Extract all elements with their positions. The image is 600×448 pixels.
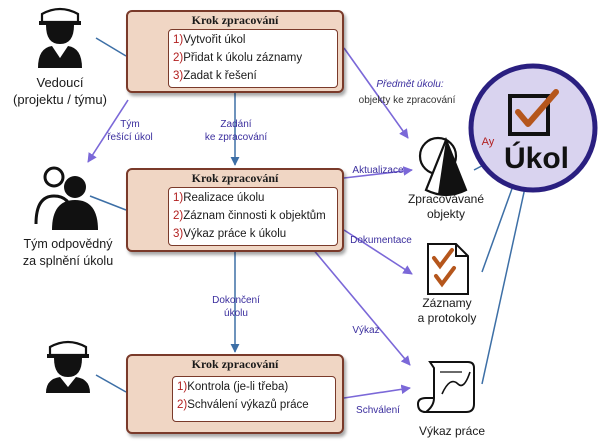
step-item: 3)Zadat k řešení [173,70,257,82]
step-item: 2)Přidat k úkolu záznamy [173,52,303,64]
step-title: Krok zpracování [191,357,279,371]
step-list: 1)Realizace úkolu 2)Záznam činnosti k ob… [168,187,338,246]
author-mark: Ay [481,136,495,148]
cone-sphere-icon [418,136,468,197]
assigned-label: Zadání ke zpracování [204,119,268,143]
step-list: 1)Kontrola (je-li třeba) 2)Schválení výk… [172,376,336,422]
scroll-icon [416,361,475,413]
connector-task-report [481,173,529,385]
arrow-subject [343,47,409,139]
step-title: Krok zpracování [191,171,279,185]
task-circle [468,63,598,193]
worker-icon [46,340,90,393]
subject-objects-label: objekty ke zpracování [358,95,456,106]
step-item: 2)Schválení výkazů práce [177,399,309,411]
report-flow-label: Výkaz [352,325,380,336]
objects-label: Zpracovávané objekty [407,192,485,221]
subject-label: Předmět úkolu: [376,79,444,90]
step-item: 1)Vytvořit úkol [173,34,246,46]
documentation-label: Dokumentace [350,235,412,246]
manager-label: Vedoucí (projektu / týmu) [13,75,107,107]
task-title: Úkol [504,142,570,175]
team-icon [34,166,98,230]
clipboard-check-icon [427,243,469,295]
update-label: Aktualizace [352,165,404,176]
checkbox-icon [508,89,559,136]
worker-icon [38,7,82,68]
step-box-1: Krok zpracování 1)Vytvořit úkol 2)Přidat… [126,10,344,93]
arrow-documentation [343,229,413,275]
step-item: 2)Záznam činnosti k objektům [173,210,326,222]
completed-label: Dokončení úkolu [212,295,260,319]
step-title: Krok zpracování [191,13,279,27]
step-box-3: Krok zpracování 1)Kontrola (je-li třeba)… [126,354,344,434]
step-item: 1)Kontrola (je-li třeba) [177,381,289,393]
connector-team-step2 [89,195,127,211]
step-box-2: Krok zpracování 1)Realizace úkolu 2)Zázn… [126,168,344,252]
arrow-approval [343,384,411,399]
approval-label: Schválení [356,405,400,416]
team-label: Tým odpovědný za splnění úkolu [22,237,114,268]
flow-arrows [87,47,413,399]
team-solving-label: Tým řešící úkol [107,119,153,143]
arrow-team-solving [87,99,129,163]
step-item: 1)Realizace úkolu [173,192,265,204]
connector-manager-step1 [95,37,127,57]
connector-manager-step3 [95,374,127,393]
step-item: 3)Výkaz práce k úkolu [173,228,287,240]
records-label: Záznamy a protokoly [417,296,477,325]
arrow-report [311,247,411,366]
report-label: Výkaz práce [418,424,486,438]
step-list: 1)Vytvořit úkol 2)Přidat k úkolu záznamy… [168,29,338,88]
arrow-update [343,166,413,179]
